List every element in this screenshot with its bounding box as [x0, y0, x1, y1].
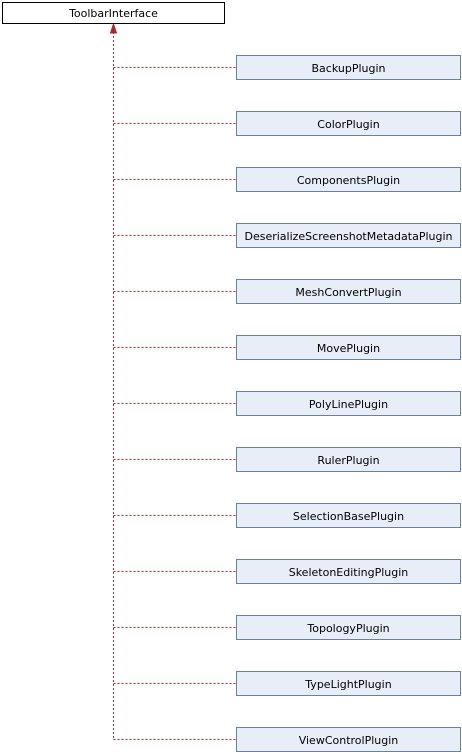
node-components-plugin[interactable]: ComponentsPlugin — [236, 167, 461, 192]
node-label: ColorPlugin — [317, 118, 379, 131]
node-skeleton-editing-plugin[interactable]: SkeletonEditingPlugin — [236, 559, 461, 584]
node-box — [236, 615, 461, 640]
node-selection-base-plugin[interactable]: SelectionBasePlugin — [236, 503, 461, 528]
node-box — [236, 167, 461, 192]
node-label: DeserializeScreenshotMetadataPlugin — [244, 230, 452, 243]
node-box — [236, 55, 461, 80]
node-box — [236, 559, 461, 584]
node-box — [236, 279, 461, 304]
node-topology-plugin[interactable]: TopologyPlugin — [236, 615, 461, 640]
node-label: ComponentsPlugin — [297, 174, 400, 187]
node-box — [236, 447, 461, 472]
node-box — [236, 671, 461, 696]
node-box — [236, 503, 461, 528]
node-label: SkeletonEditingPlugin — [289, 566, 409, 579]
node-label: BackupPlugin — [312, 62, 386, 75]
node-label: ViewControlPlugin — [299, 734, 399, 747]
base-class-label: ToolbarInterface — [68, 7, 158, 20]
node-poly-line-plugin[interactable]: PolyLinePlugin — [236, 391, 461, 416]
node-deserialize-screenshot-metadata-plugin[interactable]: DeserializeScreenshotMetadataPlugin — [236, 223, 461, 248]
node-box — [236, 391, 461, 416]
node-view-control-plugin[interactable]: ViewControlPlugin — [236, 727, 461, 752]
node-box — [236, 335, 461, 360]
inheritance-edges — [109, 22, 237, 740]
node-label: PolyLinePlugin — [309, 398, 388, 411]
node-move-plugin[interactable]: MovePlugin — [236, 335, 461, 360]
node-mesh-convert-plugin[interactable]: MeshConvertPlugin — [236, 279, 461, 304]
node-ruler-plugin[interactable]: RulerPlugin — [236, 447, 461, 472]
node-label: TypeLightPlugin — [304, 678, 391, 691]
node-box — [236, 111, 461, 136]
base-class-node[interactable]: ToolbarInterface — [2, 2, 225, 24]
node-box — [236, 727, 461, 752]
node-label: SelectionBasePlugin — [293, 510, 404, 523]
node-box — [236, 223, 461, 248]
node-color-plugin[interactable]: ColorPlugin — [236, 111, 461, 136]
derived-class-nodes: BackupPluginColorPluginComponentsPluginD… — [236, 55, 461, 752]
inheritance-arrowhead — [109, 22, 118, 34]
node-label: RulerPlugin — [317, 454, 379, 467]
node-label: TopologyPlugin — [306, 622, 389, 635]
node-label: MeshConvertPlugin — [295, 286, 401, 299]
node-label: MovePlugin — [317, 342, 380, 355]
node-type-light-plugin[interactable]: TypeLightPlugin — [236, 671, 461, 696]
node-backup-plugin[interactable]: BackupPlugin — [236, 55, 461, 80]
